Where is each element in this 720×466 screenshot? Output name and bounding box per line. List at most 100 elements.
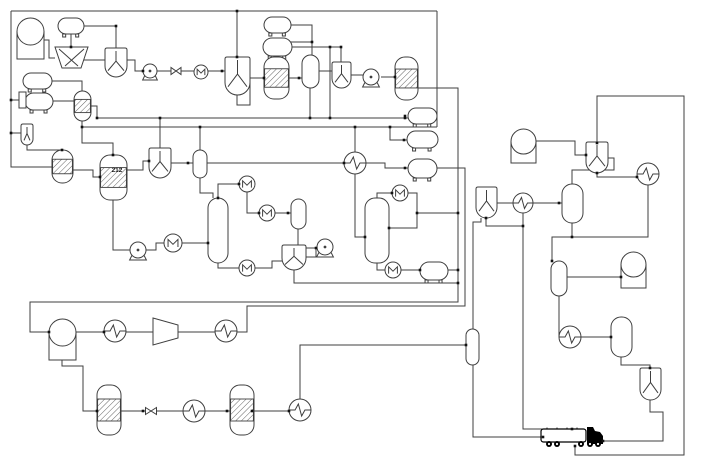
pipe-line xyxy=(620,357,651,368)
coil-icon xyxy=(513,196,533,210)
coil-icon xyxy=(183,403,205,419)
equipment-layer: 212 xyxy=(16,16,662,447)
junction-dot xyxy=(570,427,574,431)
pipe-line xyxy=(52,80,83,91)
valve-bowtie-icon xyxy=(145,406,157,416)
catalyst-bed-hatch xyxy=(52,158,73,175)
drum-2 xyxy=(22,72,53,93)
exchanger-6 xyxy=(163,233,183,253)
pipe-line xyxy=(127,160,149,171)
y-baffle-icon xyxy=(107,51,125,71)
pipe-line xyxy=(551,185,649,261)
pipe-line xyxy=(299,344,466,399)
junction-dot xyxy=(225,409,229,413)
junction-dot xyxy=(237,182,241,186)
junction-dot xyxy=(342,161,346,165)
junction-dot xyxy=(328,45,332,49)
pump-4 xyxy=(315,238,335,258)
y-baffle-icon xyxy=(588,145,606,167)
separator-3 xyxy=(148,147,172,179)
catalyst-bed-hatch xyxy=(74,98,91,114)
coil-icon xyxy=(388,265,398,274)
junction-layer xyxy=(9,9,652,448)
junction-dot xyxy=(9,98,13,102)
exchanger-4 xyxy=(258,204,276,222)
y-baffle-icon xyxy=(151,151,169,172)
junction-dot xyxy=(114,24,118,28)
pipe-line xyxy=(596,173,637,178)
exchanger-1 xyxy=(193,64,209,80)
drum-leg xyxy=(43,109,48,114)
reactor-4 xyxy=(394,56,419,101)
reactor-1 xyxy=(73,90,92,122)
exchanger-15 xyxy=(558,325,582,349)
junction-dot xyxy=(403,114,407,118)
vessel-6 xyxy=(465,328,480,366)
vessel-3 xyxy=(290,198,307,230)
side-box xyxy=(18,91,27,109)
pipe-line xyxy=(571,157,615,184)
pipe-line xyxy=(127,59,143,72)
vessel-2 xyxy=(301,54,320,89)
tank-2 xyxy=(510,128,537,164)
coil-icon xyxy=(104,323,126,339)
junction-dot xyxy=(69,45,73,49)
junction-dot xyxy=(47,330,51,334)
junction-dot xyxy=(308,116,312,120)
catalyst-bed-hatch xyxy=(230,398,254,422)
junction-dot xyxy=(250,409,254,413)
valve-1 xyxy=(170,66,182,76)
drum-leg xyxy=(27,88,32,93)
exchanger-8 xyxy=(384,261,402,279)
vessel-1 xyxy=(192,149,208,179)
junction-dot xyxy=(557,201,561,205)
junction-dot xyxy=(387,226,391,230)
exchanger-7 xyxy=(391,184,409,202)
pipe-line xyxy=(236,77,264,106)
coil-icon xyxy=(262,208,272,217)
exchanger-12 xyxy=(214,319,238,343)
exchanger-3 xyxy=(238,175,256,193)
junction-dot xyxy=(550,259,554,263)
pump-hub xyxy=(369,75,373,79)
reactor-2 xyxy=(51,149,74,184)
reactor-6 xyxy=(229,384,255,436)
separator-9 xyxy=(20,123,34,146)
junction-dot xyxy=(456,268,460,272)
junction-dot xyxy=(635,175,639,179)
junction-dot xyxy=(235,9,239,13)
junction-dot xyxy=(262,76,266,80)
drum-leg xyxy=(281,32,286,37)
pump-hub xyxy=(323,245,327,249)
exchanger-9 xyxy=(636,162,660,186)
coil-icon xyxy=(289,402,311,418)
junction-dot xyxy=(601,439,605,443)
pump-1 xyxy=(141,63,159,81)
pipe-line xyxy=(237,167,466,333)
pipe-line xyxy=(112,200,130,251)
junction-dot xyxy=(648,366,652,370)
pipe-line xyxy=(246,192,259,214)
crusher xyxy=(54,46,89,69)
pipe-line xyxy=(389,127,407,141)
junction-dot xyxy=(98,175,102,179)
pipe-line xyxy=(73,169,100,178)
coil-icon xyxy=(196,67,206,76)
pipe-network xyxy=(10,10,685,456)
pipe-line xyxy=(44,39,55,59)
drum-9 xyxy=(419,261,449,284)
junction-dot xyxy=(95,116,99,120)
junction-dot xyxy=(609,335,613,339)
junction-dot xyxy=(310,40,314,44)
drum-leg xyxy=(62,33,67,38)
coil-icon xyxy=(637,166,659,182)
junction-dot xyxy=(573,444,577,448)
junction-dot xyxy=(287,409,291,413)
drum-6 xyxy=(407,107,438,128)
junction-dot xyxy=(147,159,151,163)
junction-dot xyxy=(484,216,488,220)
junction-dot xyxy=(286,211,290,215)
separator-6 xyxy=(585,141,609,174)
